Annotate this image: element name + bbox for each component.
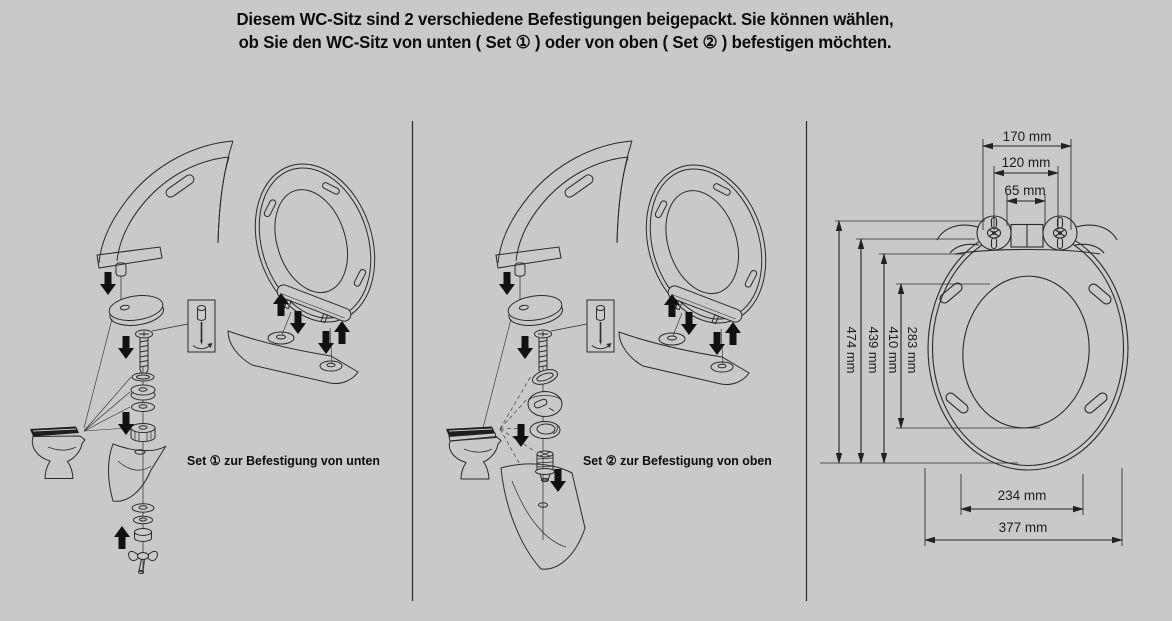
fastener-stack-set2: [500, 366, 586, 570]
dim-label-474mm: 474 mm: [844, 327, 859, 374]
dim-label-170mm: 170 mm: [1003, 129, 1052, 144]
seat-top-view: [927, 215, 1129, 471]
dim-label-283mm: 283 mm: [905, 327, 920, 374]
seat-bumper: [945, 392, 969, 414]
toilet-side-view-set1: [30, 426, 86, 479]
seat-corner-assembly-set2: [483, 141, 632, 428]
page-header: Diesem WC-Sitz sind 2 verschiedene Befes…: [23, 8, 1108, 54]
seat-bumper: [1084, 392, 1108, 414]
seat-bumper: [939, 282, 963, 304]
extension-lines: [820, 139, 1123, 546]
block-arrow-down-icon: [513, 424, 529, 447]
dim-label-410mm: 410 mm: [886, 327, 901, 374]
block-arrow-up-icon: [114, 526, 130, 549]
pointer-lines-set1: [83, 376, 132, 432]
dimension-drawing: 170 mm 120 mm 65 mm 474 mm 439 mm 410 mm…: [820, 129, 1129, 546]
panel-set1-diagram: [30, 141, 394, 575]
seat-underside-view-set2: [619, 149, 785, 384]
dim-label-234mm: 234 mm: [998, 488, 1047, 503]
caption-set2: Set ② zur Befestigung von oben: [583, 453, 772, 468]
seat-corner-assembly-set1: [84, 141, 233, 428]
wing-nut: [128, 550, 158, 575]
dim-label-120mm: 120 mm: [1002, 155, 1051, 170]
seat-bumper: [1088, 283, 1112, 305]
toilet-side-view-set2: [446, 426, 502, 480]
hinge-bolt-right: [1042, 215, 1078, 251]
dim-label-65mm: 65 mm: [1004, 183, 1045, 198]
seat-underside-view-set1: [228, 148, 394, 383]
dimension-labels: 170 mm 120 mm 65 mm 474 mm 439 mm 410 mm…: [844, 129, 1051, 535]
header-line-2: ob Sie den WC-Sitz von unten ( Set ① ) o…: [238, 32, 892, 52]
header-line-1: Diesem WC-Sitz sind 2 verschiedene Befes…: [236, 9, 894, 29]
caption-set1: Set ① zur Befestigung von unten: [187, 453, 380, 468]
dimension-lines: [835, 142, 1123, 544]
dim-label-439mm: 439 mm: [866, 327, 881, 374]
fastener-stack-set1: [108, 367, 167, 575]
panel-set2-diagram: [446, 141, 785, 570]
expansion-dowel: [535, 450, 555, 483]
dim-label-377mm: 377 mm: [999, 520, 1048, 535]
